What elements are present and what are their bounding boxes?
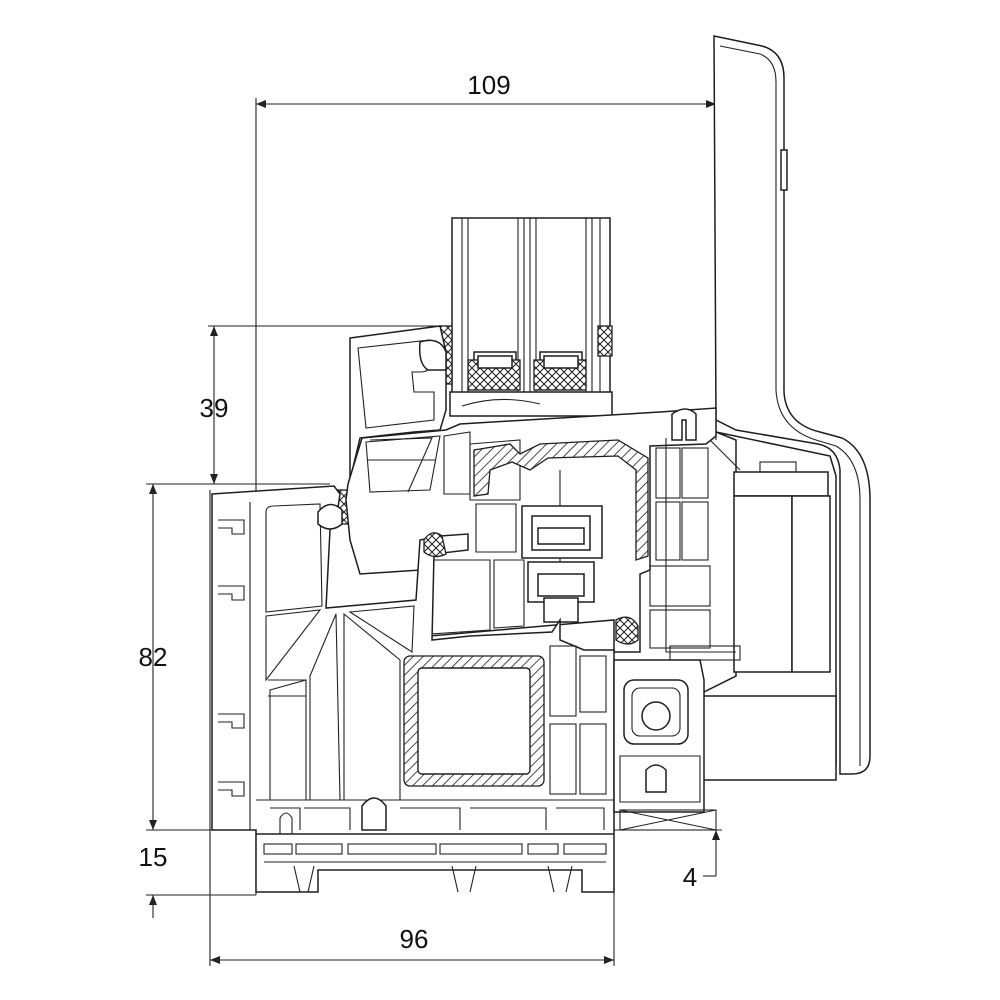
dimension-label-glazing-rebate: 39 <box>200 393 229 423</box>
dimension-label-drip-offset: 4 <box>683 862 697 892</box>
dimension-label-frame-height: 82 <box>139 642 168 672</box>
dimension-label-frame-depth: 96 <box>400 924 429 954</box>
dimension-bottom-offset: 15 <box>139 842 256 918</box>
dimension-label-bottom-offset: 15 <box>139 842 168 872</box>
locking-hardware <box>521 470 603 623</box>
dimension-frame-depth: 96 <box>209 490 615 966</box>
glass-unit <box>449 217 613 417</box>
frame-profile <box>211 485 615 893</box>
dimension-glazing-rebate: 39 <box>200 325 440 484</box>
dimension-label-overall-width: 109 <box>467 70 510 100</box>
dimension-drip-offset: 4 <box>614 829 722 892</box>
window-handle <box>713 35 871 775</box>
drainage-connector <box>613 659 717 831</box>
